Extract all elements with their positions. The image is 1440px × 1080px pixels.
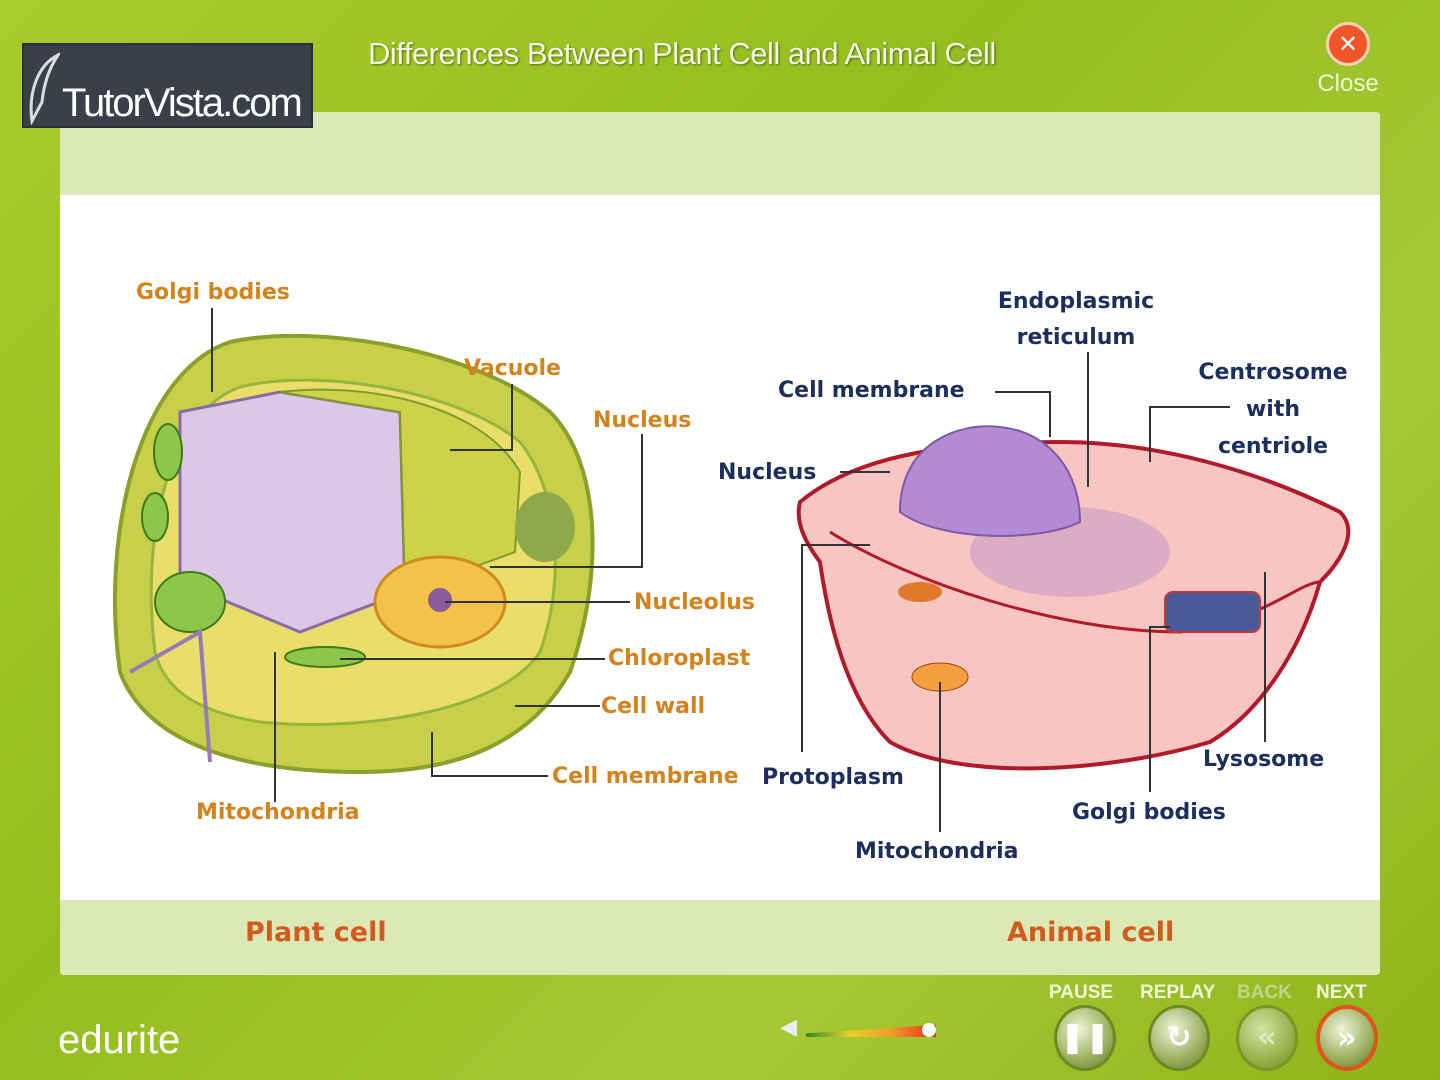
- replay-icon: ↻: [1166, 1020, 1192, 1055]
- plant-label-cell-wall: Cell wall: [601, 694, 706, 719]
- next-button[interactable]: »: [1316, 1005, 1378, 1071]
- edurite-logo: edurite: [58, 1018, 181, 1062]
- back-label: BACK: [1237, 982, 1292, 1003]
- animal-label-lysosome: Lysosome: [1203, 747, 1325, 772]
- pause-icon: ❚❚: [1059, 1020, 1111, 1055]
- next-icon: »: [1337, 1021, 1357, 1056]
- cell-diagrams: [113, 308, 1351, 832]
- next-label: NEXT: [1316, 982, 1367, 1003]
- replay-label: REPLAY: [1140, 982, 1216, 1003]
- content-panel: Golgi bodies Vacuole Nucleus Nucleolus C…: [60, 112, 1380, 975]
- plant-label-vacuole: Vacuole: [464, 356, 561, 381]
- bottom-band: [60, 900, 1380, 975]
- close-label: Close: [1317, 70, 1379, 97]
- dolphin-icon: [29, 52, 60, 125]
- plant-label-nucleolus: Nucleolus: [634, 590, 755, 615]
- replay-button[interactable]: ↻: [1148, 1005, 1210, 1071]
- back-button[interactable]: «: [1236, 1005, 1298, 1071]
- back-icon: «: [1257, 1020, 1277, 1055]
- plant-label-golgi: Golgi bodies: [136, 280, 290, 305]
- animal-cell-illustration: [796, 425, 1351, 771]
- close-icon: ✕: [1326, 22, 1370, 66]
- speaker-icon: ◀: [780, 1015, 797, 1040]
- close-button[interactable]: ✕ Close: [1313, 22, 1383, 98]
- plant-cell-illustration: [113, 333, 595, 775]
- logo-text: TutorVista.com: [62, 81, 303, 125]
- plant-label-chloroplast: Chloroplast: [608, 646, 751, 671]
- animal-label-er: Endoplasmic reticulum: [997, 289, 1155, 350]
- plant-label-nucleus: Nucleus: [593, 408, 692, 433]
- tutorvista-logo: TutorVista.com: [22, 43, 313, 128]
- animal-label-centrosome: Centrosome with centriole: [1198, 360, 1348, 459]
- volume-knob[interactable]: [922, 1023, 936, 1037]
- animal-label-mitochondria: Mitochondria: [855, 839, 1019, 864]
- pause-label: PAUSE: [1049, 982, 1114, 1003]
- plant-cell-caption: Plant cell: [245, 917, 387, 948]
- leader-lines: [211, 308, 1266, 832]
- plant-label-cell-membrane: Cell membrane: [552, 764, 739, 789]
- volume-bar[interactable]: [806, 1025, 936, 1037]
- animal-label-cell-membrane: Cell membrane: [778, 378, 965, 403]
- animal-label-golgi: Golgi bodies: [1072, 800, 1226, 825]
- animal-cell-caption: Animal cell: [1007, 917, 1175, 948]
- plant-label-mitochondria: Mitochondria: [196, 800, 360, 825]
- volume-control[interactable]: ◀: [780, 1015, 940, 1045]
- animal-label-protoplasm: Protoplasm: [762, 765, 904, 790]
- animal-label-nucleus: Nucleus: [718, 460, 817, 485]
- pause-button[interactable]: ❚❚: [1054, 1005, 1116, 1071]
- page-title: Differences Between Plant Cell and Anima…: [368, 36, 996, 71]
